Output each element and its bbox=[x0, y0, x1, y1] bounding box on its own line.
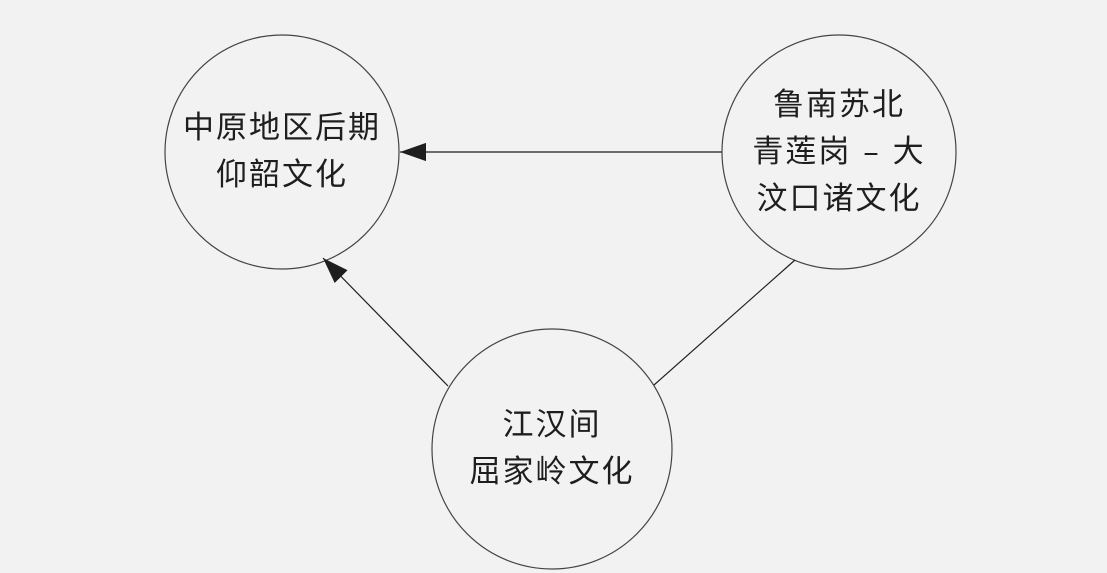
node-label-line: 汶口诸文化 bbox=[756, 180, 922, 217]
node-label-line: 青莲岗 – 大 bbox=[752, 133, 926, 170]
node-label-line: 屈家岭文化 bbox=[469, 454, 635, 490]
node-lunan: 鲁南苏北 青莲岗 – 大 汶口诸文化 bbox=[722, 35, 956, 269]
node-jianghan: 江汉间 屈家岭文化 bbox=[432, 329, 672, 569]
node-label-line: 中原地区后期 bbox=[183, 110, 381, 146]
node-circle-jianghan bbox=[431, 328, 673, 570]
node-label-line: 仰韶文化 bbox=[216, 157, 348, 193]
edge-jianghan-to-zhongyuan bbox=[322, 257, 449, 387]
node-circle-zhongyuan bbox=[164, 34, 400, 270]
node-label-line: 鲁南苏北 bbox=[773, 86, 905, 123]
edge-jianghan-lunan bbox=[653, 259, 796, 386]
node-zhongyuan: 中原地区后期 仰韶文化 bbox=[165, 35, 399, 269]
node-label-line: 江汉间 bbox=[502, 407, 602, 443]
